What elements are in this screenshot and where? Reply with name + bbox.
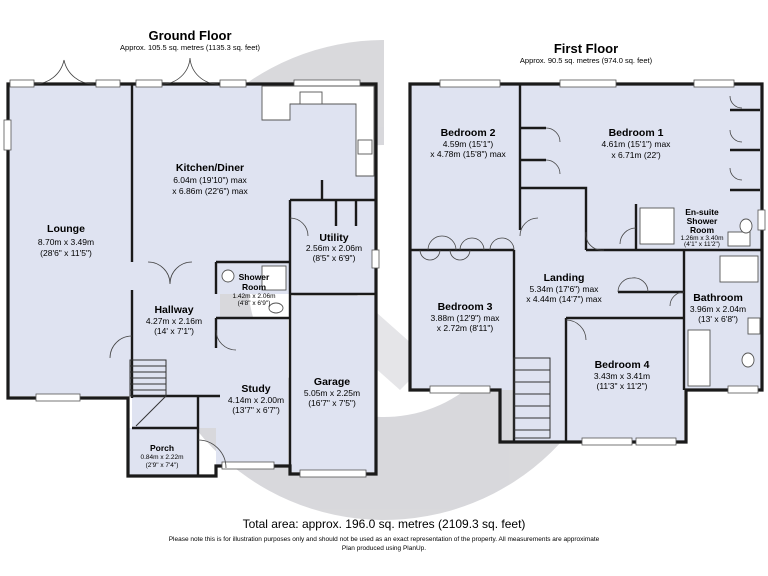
room-dims-shower-1: 1.42m x 2.06m [233,293,276,300]
ground-floor-plan [3,57,380,478]
room-dims-porch-2: (2'9" x 7'4") [146,462,179,469]
room-label-landing: Landing [544,272,585,284]
room-label-garage: Garage [314,376,350,388]
room-dims-garage-2: (16'7" x 7'5") [308,398,356,408]
room-label-bedroom1: Bedroom 1 [609,127,664,139]
room-label-bedroom4: Bedroom 4 [595,359,650,371]
room-dims-hallway-1: 4.27m x 2.16m [146,316,202,326]
room-label-lounge: Lounge [47,223,85,235]
first-floor-area: Approx. 90.5 sq. metres (974.0 sq. feet) [520,56,653,65]
room-dims-landing-2: x 4.44m (14'7") max [526,294,602,304]
disclaimer-note: Please note this is for illustration pur… [169,536,600,543]
ground-floor-area: Approx. 105.5 sq. metres (1135.3 sq. fee… [120,43,260,52]
plan-credit: Plan produced using PlanUp. [342,545,426,552]
room-dims-bedroom2-2: x 4.78m (15'8") max [430,149,506,159]
room-label-kitchen: Kitchen/Diner [176,162,244,174]
room-dims-study-2: (13'7" x 6'7") [232,405,280,415]
room-dims-utility-2: (8'5" x 6'9") [313,253,356,263]
total-area: Total area: approx. 196.0 sq. metres (21… [243,517,526,531]
room-dims-ensuite-2: (4'1" x 11'2") [684,241,720,248]
room-label-bedroom3: Bedroom 3 [438,301,493,313]
room-label-ensuite-1: En-suite [685,207,719,217]
room-dims-bedroom1-2: x 6.71m (22') [611,150,661,160]
room-dims-utility-1: 2.56m x 2.06m [306,243,362,253]
room-dims-hallway-2: (14' x 7'1") [154,326,194,336]
room-label-shower-2: Room [242,282,267,292]
room-dims-landing-1: 5.34m (17'6") max [530,284,600,294]
room-dims-lounge-1: 8.70m x 3.49m [38,237,94,247]
room-label-porch: Porch [150,443,174,453]
room-label-bedroom2: Bedroom 2 [441,127,496,139]
room-dims-porch-1: 0.84m x 2.22m [141,454,184,461]
room-dims-bedroom1-1: 4.61m (15'1") max [602,139,672,149]
first-floor-plan [408,79,766,446]
room-label-bathroom: Bathroom [693,292,743,304]
first-floor-title: First Floor [554,41,618,56]
room-dims-study-1: 4.14m x 2.00m [228,395,284,405]
room-dims-ensuite-1: 1.26m x 3.40m [681,235,724,242]
ground-floor-title: Ground Floor [148,28,231,43]
room-dims-lounge-2: (28'6" x 11'5") [40,248,92,258]
room-dims-kitchen-1: 6.04m (19'10") max [173,175,247,185]
room-dims-bedroom4-2: (11'3" x 11'2") [596,381,647,391]
room-dims-garage-1: 5.05m x 2.25m [304,388,360,398]
room-label-ensuite-2: Shower [687,216,718,226]
room-label-shower-1: Shower [239,272,270,282]
room-dims-bedroom3-1: 3.88m (12'9") max [431,313,501,323]
room-dims-shower-2: (4'8" x 6'9") [238,300,271,307]
room-label-utility: Utility [319,232,348,244]
room-label-study: Study [241,383,270,395]
room-label-hallway: Hallway [154,304,193,316]
room-label-ensuite-3: Room [690,225,715,235]
room-dims-bedroom3-2: x 2.72m (8'11") [437,323,494,333]
room-dims-bedroom4-1: 3.43m x 3.41m [594,371,650,381]
room-dims-bathroom-2: (13' x 6'8") [698,314,738,324]
room-dims-bathroom-1: 3.96m x 2.04m [690,304,746,314]
room-dims-kitchen-2: x 6.86m (22'6") max [172,186,248,196]
room-dims-bedroom2-1: 4.59m (15'1") [443,139,494,149]
